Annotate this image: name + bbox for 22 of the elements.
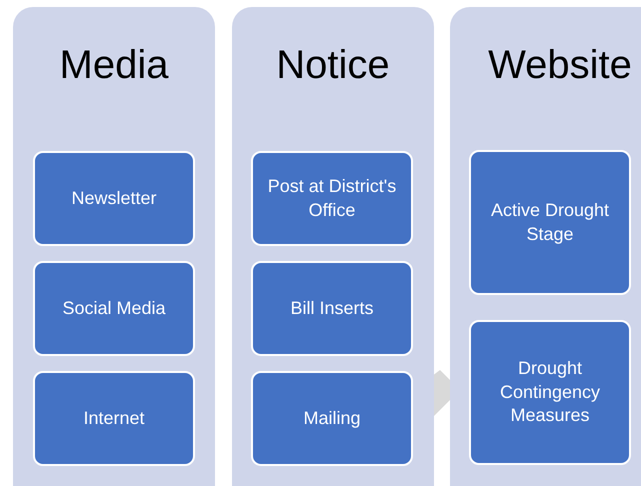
item-box bbox=[33, 151, 195, 246]
item-label: Bill Inserts bbox=[290, 296, 374, 320]
item-box bbox=[469, 320, 631, 465]
item-label: Active Drought Stage bbox=[490, 199, 610, 246]
item-label: Social Media bbox=[62, 296, 166, 320]
column-heading: Website bbox=[487, 43, 633, 88]
item-box bbox=[251, 261, 413, 356]
column-panel bbox=[232, 7, 434, 486]
item-label: Newsletter bbox=[71, 186, 157, 210]
column-panel bbox=[450, 7, 641, 486]
item-label: Post at District's Office bbox=[266, 175, 398, 222]
item-box bbox=[469, 150, 631, 295]
column-heading: Media bbox=[58, 43, 170, 88]
item-box bbox=[251, 151, 413, 246]
item-label: Drought Contingency Measures bbox=[498, 357, 602, 428]
item-label: Mailing bbox=[303, 406, 361, 430]
column-panel bbox=[13, 7, 215, 486]
column-heading: Notice bbox=[275, 43, 391, 88]
item-label: Internet bbox=[83, 406, 145, 430]
item-box bbox=[33, 261, 195, 356]
item-box bbox=[33, 371, 195, 466]
item-box bbox=[251, 371, 413, 466]
